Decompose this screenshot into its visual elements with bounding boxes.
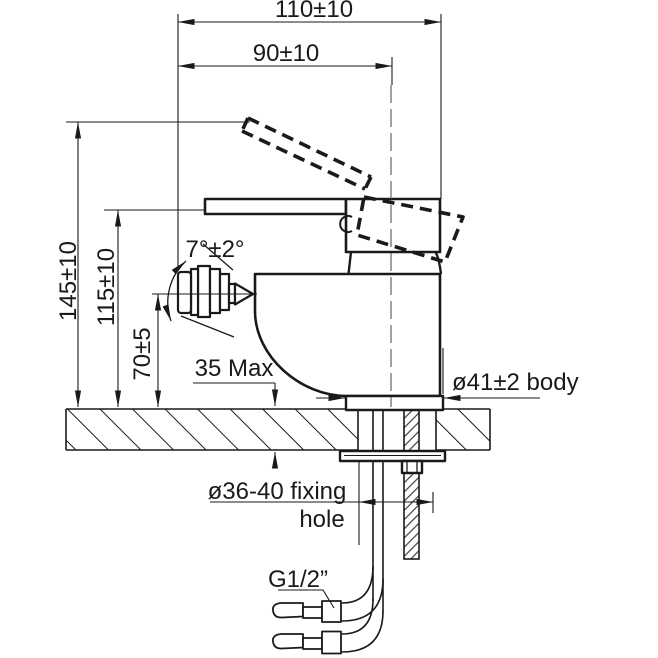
hose-curve-2 bbox=[341, 578, 384, 622]
fixing-hole-edges bbox=[357, 409, 437, 451]
counter-deck bbox=[65, 408, 491, 451]
label-body-diameter: ø41±2 body bbox=[452, 369, 579, 396]
hose-curve-1 bbox=[341, 565, 374, 604]
label-max-deck: 35 Max bbox=[195, 355, 274, 382]
faucet-body bbox=[253, 251, 445, 412]
label-height-open: 145±10 bbox=[55, 241, 82, 321]
spray-face bbox=[176, 270, 193, 315]
label-fixing-hole-line2: hole bbox=[299, 506, 344, 533]
spray-tilt-lines bbox=[180, 243, 235, 338]
spray-collar bbox=[218, 272, 231, 312]
fitting-nipple-lower bbox=[302, 637, 323, 650]
spray-plate-right bbox=[208, 267, 222, 315]
fitting-cone-lower bbox=[272, 633, 304, 650]
body-outline bbox=[253, 272, 442, 398]
raised-lever-dashed bbox=[240, 116, 373, 191]
extension-lines-vertical bbox=[177, 14, 444, 394]
label-spout-reach: 90±10 bbox=[253, 40, 320, 67]
fitting-cone-upper bbox=[272, 602, 304, 619]
label-spray-angle: 7°±2° bbox=[185, 236, 244, 263]
fitting-nipple-upper bbox=[302, 606, 323, 619]
dimension-labels: 110±10 90±10 145±10 115±10 70±5 7°±2° 35… bbox=[55, 0, 579, 593]
raised-handle-dashed bbox=[240, 116, 465, 264]
label-fixing-hole-line1: ø36-40 fixing bbox=[208, 478, 347, 505]
supply-pipes bbox=[341, 410, 384, 653]
label-thread-size: G1/2” bbox=[268, 566, 328, 593]
label-lever-height: 115±10 bbox=[93, 248, 120, 326]
counter-outline bbox=[65, 408, 491, 451]
handle-lever bbox=[203, 197, 348, 216]
fixing-nut-facets bbox=[406, 461, 418, 473]
threaded-fixing-stud bbox=[403, 408, 420, 560]
hose-curve-4 bbox=[341, 610, 384, 653]
body-base-flange bbox=[344, 394, 445, 412]
spray-tilt-arc bbox=[162, 260, 187, 322]
body-neck bbox=[347, 251, 443, 275]
hose-curve-3 bbox=[341, 598, 374, 635]
handle-pivot-circle bbox=[339, 215, 353, 233]
label-overall-depth: 110±10 bbox=[275, 0, 353, 23]
dimensions bbox=[66, 14, 540, 609]
spray-head bbox=[176, 264, 255, 319]
label-spout-height: 70±5 bbox=[129, 327, 156, 380]
hose-end-fitting-lower bbox=[272, 630, 342, 655]
counter-hatch-left bbox=[66, 409, 358, 450]
spray-plate-center bbox=[196, 264, 212, 319]
hose-end-fitting-upper bbox=[272, 600, 342, 623]
fitting-nut-lower bbox=[321, 630, 342, 655]
under-counter-assembly bbox=[272, 408, 447, 655]
fixing-nut bbox=[400, 459, 424, 475]
thread-leader bbox=[278, 589, 335, 609]
fitting-nut-upper bbox=[321, 600, 342, 623]
raised-block-dashed bbox=[355, 195, 465, 264]
supply-pipe-verticals bbox=[372, 410, 384, 612]
counter-hatch-right bbox=[436, 409, 490, 450]
